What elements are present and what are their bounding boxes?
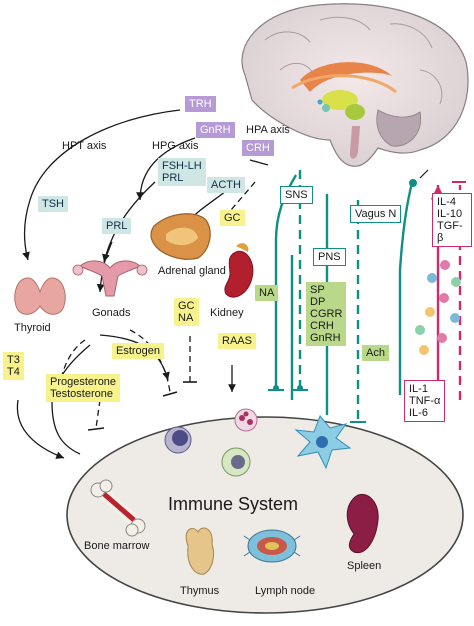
adrenal-gland-illustration	[150, 213, 211, 260]
t4-label: T4	[7, 366, 20, 378]
thyroid-label: Thyroid	[14, 322, 51, 334]
hpg-axis-label: HPG axis	[152, 140, 199, 152]
neuropeptide-dp: DP	[310, 296, 326, 308]
immune-system-title: Immune System	[168, 494, 299, 514]
il6-label: IL-6	[409, 407, 428, 419]
thyroid-illustration	[14, 277, 66, 315]
t3-label: T3	[7, 354, 20, 366]
bone-marrow-illustration	[90, 479, 146, 537]
progesterone-label: Progesterone	[50, 376, 117, 388]
hpa-axis-label: HPA axis	[246, 124, 290, 136]
tnfa-label: TNF-α	[409, 395, 441, 407]
gnrh-box: GnRH	[196, 122, 235, 138]
estrogen-dash	[129, 329, 171, 393]
thymus-label: Thymus	[180, 585, 220, 597]
t3-t4-box: T3 T4	[3, 352, 24, 380]
prl-box: PRL	[102, 218, 132, 234]
na-label: NA	[178, 312, 194, 324]
na-box: NA	[255, 285, 279, 301]
prl-pituitary-label: PRL	[162, 172, 184, 184]
testosterone-label: Testosterone	[50, 388, 113, 400]
gonads-label: Gonads	[92, 307, 131, 319]
neuropeptide-box: SP DP CGRR CRH GnRH	[306, 282, 347, 346]
raas-box: RAAS	[218, 333, 256, 349]
prl-arrow	[96, 241, 113, 293]
gc-na-box: GC NA	[174, 298, 199, 326]
il10-label: IL-10	[437, 208, 463, 220]
lymph-node-label: Lymph node	[255, 585, 316, 597]
gonads-illustration	[72, 260, 148, 297]
kidney-illustration	[224, 243, 254, 298]
immune-system-boundary	[66, 416, 464, 614]
estrogen-box: Estrogen	[112, 343, 165, 359]
neuropeptide-gnrh: GnRH	[310, 332, 341, 344]
immune-cells	[164, 408, 352, 477]
spleen-label: Spleen	[347, 560, 382, 572]
adrenal-gland-label: Adrenal gland	[158, 265, 226, 277]
kidney-label: Kidney	[210, 307, 244, 319]
il4-label: IL-4	[437, 196, 456, 208]
thyroid-hormone-arrow	[16, 399, 65, 459]
steroid-inhibit-dash	[95, 399, 101, 429]
sns-label: SNS	[280, 186, 313, 204]
crh-box: CRH	[242, 140, 274, 156]
tgfb-label: TGF-β	[437, 220, 463, 244]
pro-inflammatory-box: IL-1 TNF-α IL-6	[404, 380, 446, 422]
neuropeptide-sp: SP	[310, 284, 325, 296]
gc-label: GC	[178, 300, 195, 312]
neuropeptide-cgrr: CGRR	[310, 308, 343, 320]
trh-box: TRH	[185, 96, 216, 112]
hpg-axis-arrow	[136, 137, 196, 201]
bone-marrow-label: Bone marrow	[84, 540, 150, 552]
vagus-nerve-label: Vagus N	[350, 205, 402, 223]
acth-box: ACTH	[207, 177, 245, 193]
tsh-box: TSH	[38, 196, 68, 212]
neural-pathways	[274, 170, 414, 420]
gonad-to-immune-arrow	[51, 344, 91, 455]
sex-steroid-box: Progesterone Testosterone	[46, 374, 121, 402]
neuropeptide-crh: CRH	[310, 320, 334, 332]
fsh-lh-prl-box: FSH-LH PRL	[158, 158, 206, 186]
ach-box: Ach	[362, 345, 389, 361]
hpt-axis-arrow	[22, 109, 181, 261]
il1-label: IL-1	[409, 383, 428, 395]
pns-label: PNS	[313, 248, 346, 266]
gc-feedback-dash	[221, 181, 256, 223]
brain-illustration	[241, 3, 469, 167]
thymus-illustration	[185, 527, 215, 575]
cytokine-droplets	[415, 260, 461, 355]
gc-box: GC	[220, 210, 245, 226]
hpa-feedback-line	[249, 159, 269, 166]
spleen-illustration	[346, 493, 379, 554]
lymph-node-illustration	[243, 529, 301, 563]
fsh-lh-label: FSH-LH	[162, 160, 202, 172]
anti-inflammatory-box: IL-4 IL-10 TGF-β	[432, 193, 472, 247]
hpt-axis-label: HPT axis	[62, 140, 107, 152]
